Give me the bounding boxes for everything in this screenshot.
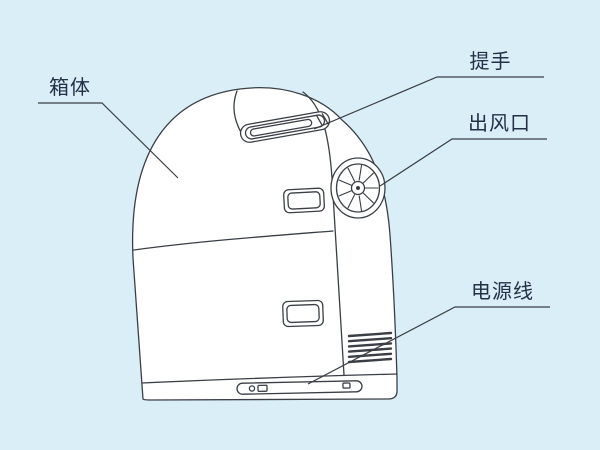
vent-louvers	[347, 331, 393, 364]
label-power-cord: 电源线	[471, 279, 534, 303]
dome-seam	[133, 230, 334, 251]
leader-body	[38, 102, 179, 179]
air-outlet-fan	[330, 157, 386, 219]
front-grip-lower	[282, 299, 324, 328]
label-air-outlet: 出风口	[468, 111, 531, 135]
line-drawing	[131, 87, 398, 401]
top-crease	[233, 90, 243, 135]
leader-air-outlet	[379, 138, 547, 187]
base-plate	[141, 373, 398, 395]
label-handle: 提手	[469, 49, 512, 73]
top-handle	[239, 111, 331, 143]
leader-lines	[38, 76, 550, 385]
label-body: 箱体	[49, 75, 91, 99]
power-inlet-slot	[236, 380, 363, 395]
front-grip-upper	[283, 187, 325, 214]
leader-handle	[313, 76, 544, 130]
leader-power-cord	[307, 306, 550, 385]
